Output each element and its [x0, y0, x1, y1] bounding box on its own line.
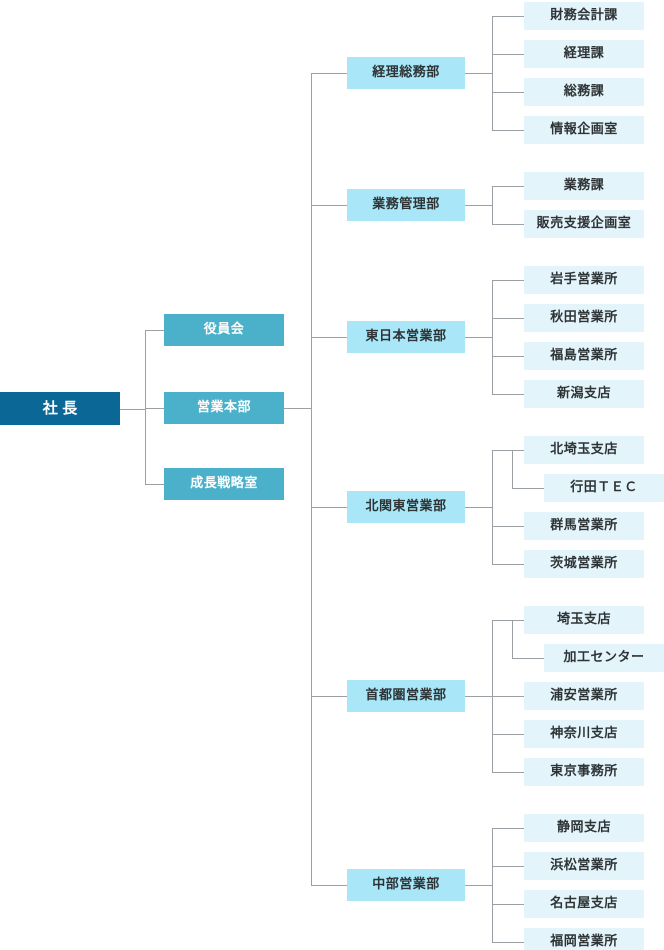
connector-leaf-row-stub	[492, 224, 524, 225]
connector-subbranch-trunk-4	[512, 450, 513, 488]
node-leaf[interactable]: 東京事務所	[524, 758, 644, 786]
connector-division-stub-1	[311, 73, 347, 74]
connector-division-trunk	[311, 73, 312, 885]
connector-leaf-row-stub	[492, 318, 524, 319]
connector-subbranch-trunk-5	[512, 620, 513, 658]
connector-level1-trunk	[145, 330, 146, 484]
connector-leaf-row-stub	[492, 526, 524, 527]
connector-leaf-row-stub	[492, 92, 524, 93]
node-leaf[interactable]: 群馬営業所	[524, 512, 644, 540]
connector-president-stub	[120, 408, 145, 410]
connector-leaf-row-stub	[492, 16, 524, 17]
node-leaf[interactable]: 新潟支店	[524, 380, 644, 408]
connector-level1-stub-3	[145, 484, 164, 485]
connector-level1-stub-1	[145, 330, 164, 331]
node-leaf[interactable]: 販売支援企画室	[524, 210, 644, 238]
connector-level1-stub-2	[145, 408, 164, 409]
connector-sales-stub	[284, 408, 311, 409]
node-leaf[interactable]: 浜松営業所	[524, 852, 644, 880]
node-leaf-indented[interactable]: 行田ＴＥＣ	[544, 474, 664, 502]
connector-division-stub-5	[311, 696, 347, 697]
connector-leaf-stub-2	[465, 205, 492, 206]
node-division-6[interactable]: 中部営業部	[347, 869, 465, 901]
node-leaf[interactable]: 埼玉支店	[524, 606, 644, 634]
node-leaf[interactable]: 名古屋支店	[524, 890, 644, 918]
connector-leaf-row-stub	[492, 394, 524, 395]
connector-leaf-trunk-3	[492, 280, 493, 394]
node-division-2[interactable]: 業務管理部	[347, 189, 465, 221]
node-level1-3[interactable]: 成長戦略室	[164, 468, 284, 500]
connector-leaf-row-stub	[492, 186, 524, 187]
connector-leaf-row-stub	[492, 356, 524, 357]
connector-leaf-row-stub	[492, 828, 524, 829]
node-division-3[interactable]: 東日本営業部	[347, 321, 465, 353]
node-leaf[interactable]: 秋田営業所	[524, 304, 644, 332]
node-leaf[interactable]: 岩手営業所	[524, 266, 644, 294]
connector-division-stub-2	[311, 205, 347, 206]
connector-leaf-row-stub	[492, 772, 524, 773]
connector-subbranch-stub-5	[512, 658, 544, 659]
node-leaf[interactable]: 静岡支店	[524, 814, 644, 842]
connector-leaf-row-stub	[492, 734, 524, 735]
connector-leaf-stub-3	[465, 337, 492, 338]
connector-leaf-trunk-1	[492, 16, 493, 130]
connector-leaf-row-stub	[492, 942, 524, 943]
node-leaf[interactable]: 神奈川支店	[524, 720, 644, 748]
connector-leaf-row-stub	[492, 904, 524, 905]
connector-leaf-trunk-6	[492, 828, 493, 942]
connector-division-stub-6	[311, 885, 347, 886]
node-level1-2[interactable]: 営業本部	[164, 392, 284, 424]
connector-leaf-stub-6	[465, 885, 492, 886]
connector-leaf-row-stub	[492, 450, 524, 451]
node-leaf[interactable]: 茨城営業所	[524, 550, 644, 578]
node-leaf[interactable]: 総務課	[524, 78, 644, 106]
node-leaf[interactable]: 経理課	[524, 40, 644, 68]
connector-division-stub-4	[311, 507, 347, 508]
node-leaf[interactable]: 浦安営業所	[524, 682, 644, 710]
connector-leaf-row-stub	[492, 130, 524, 131]
node-leaf[interactable]: 業務課	[524, 172, 644, 200]
node-division-4[interactable]: 北関東営業部	[347, 491, 465, 523]
node-leaf[interactable]: 財務会計課	[524, 2, 644, 30]
connector-leaf-row-stub	[492, 866, 524, 867]
node-leaf[interactable]: 北埼玉支店	[524, 436, 644, 464]
node-division-5[interactable]: 首都圏営業部	[347, 680, 465, 712]
connector-subbranch-stub-4	[512, 488, 544, 489]
node-leaf-indented[interactable]: 加工センター	[544, 644, 664, 672]
connector-division-stub-3	[311, 337, 347, 338]
connector-leaf-row-stub	[492, 696, 524, 697]
node-president[interactable]: 社長	[0, 392, 120, 425]
connector-leaf-stub-1	[465, 73, 492, 74]
connector-leaf-row-stub	[492, 620, 524, 621]
node-level1-1[interactable]: 役員会	[164, 314, 284, 346]
connector-leaf-trunk-4	[492, 450, 493, 564]
connector-leaf-stub-5	[465, 696, 492, 697]
node-division-1[interactable]: 経理総務部	[347, 57, 465, 89]
node-leaf[interactable]: 福島営業所	[524, 342, 644, 370]
connector-leaf-trunk-2	[492, 186, 493, 224]
node-leaf[interactable]: 情報企画室	[524, 116, 644, 144]
connector-leaf-row-stub	[492, 54, 524, 55]
connector-leaf-stub-4	[465, 507, 492, 508]
node-leaf[interactable]: 福岡営業所	[524, 928, 644, 950]
connector-leaf-row-stub	[492, 564, 524, 565]
connector-leaf-row-stub	[492, 280, 524, 281]
